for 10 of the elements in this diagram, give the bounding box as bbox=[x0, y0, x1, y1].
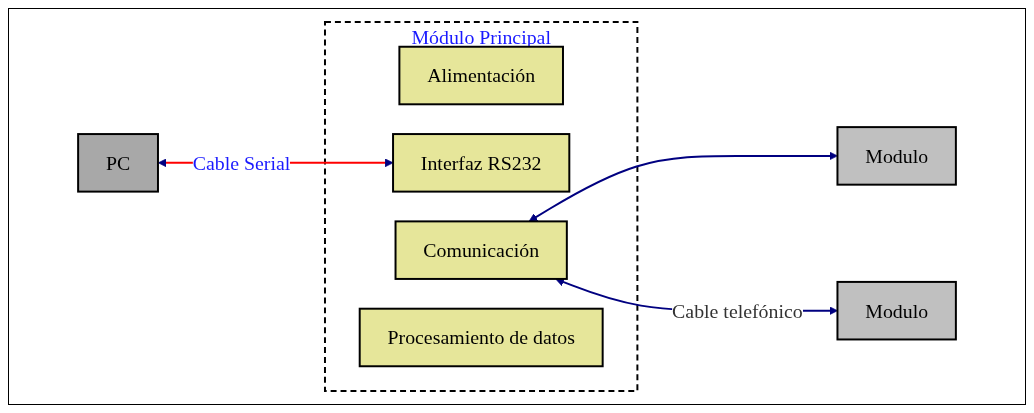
node-box: Procesamiento de datos bbox=[358, 307, 604, 368]
node-box: Comunicación bbox=[394, 220, 568, 280]
node-box: Modulo bbox=[836, 280, 957, 341]
arrow bbox=[528, 151, 838, 222]
node-box: Alimentación bbox=[398, 45, 564, 106]
edge-label: Cable telefónico bbox=[672, 299, 803, 322]
node-box: Modulo bbox=[836, 126, 957, 186]
node-box: Interfaz RS232 bbox=[392, 133, 571, 193]
node-box: PC bbox=[77, 133, 159, 193]
edge-label: Cable Serial bbox=[192, 151, 291, 174]
